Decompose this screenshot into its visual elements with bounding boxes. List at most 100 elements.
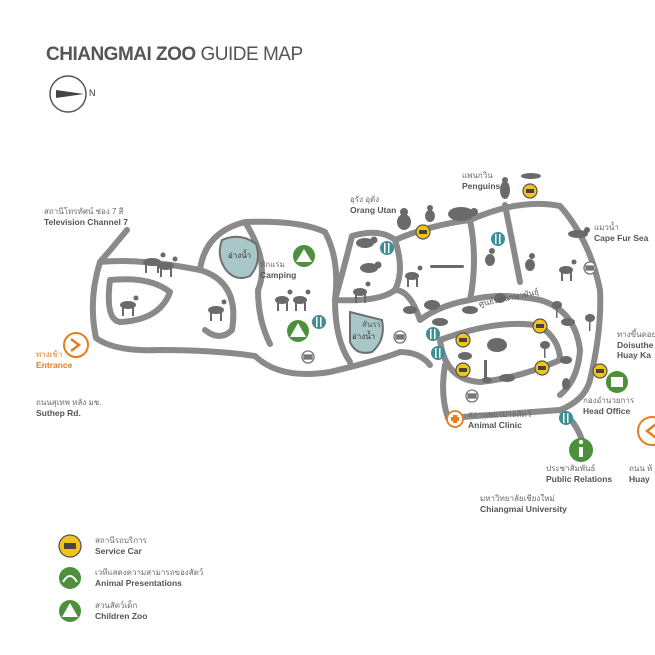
animal-silhouettes xyxy=(120,173,595,390)
label-suthep-road: ถนนสุเทพ หลัง มช. Suthep Rd. xyxy=(36,398,101,418)
crane-icon xyxy=(585,314,595,331)
legend-item-service-car: สถานีรถบริการ Service Car xyxy=(95,536,147,556)
road-west-inner xyxy=(105,276,173,325)
deer-icon xyxy=(353,281,371,303)
road-inner-ring xyxy=(392,287,583,398)
label-penguins-en: Penguins xyxy=(462,181,501,191)
label-fur-seal: แมวน้ำ Cape Fur Sea xyxy=(594,223,648,243)
deer-icon xyxy=(120,295,139,316)
label-orangutan-en: Orang Utan xyxy=(350,205,397,215)
parking-icon xyxy=(393,330,407,344)
service-car-icon xyxy=(522,183,538,199)
label-doisuthep-en2: Huay Ka xyxy=(617,350,652,360)
legend-icons xyxy=(58,534,82,622)
animal-icon xyxy=(458,352,472,360)
label-orangutan: อุรัง อุตัง Orang Utan xyxy=(350,195,396,215)
entrance-arrow-icon xyxy=(63,332,89,358)
label-garden: สันรร xyxy=(362,320,381,329)
label-animal-clinic: สถานพยาบาลสัตว์ Animal Clinic xyxy=(468,410,531,430)
legend-service-car-th: สถานีรถบริการ xyxy=(95,536,147,545)
animal-icon xyxy=(462,306,478,314)
legend-item-animal-presentations: เวทีแสดงความสามารถของสัตว์ Animal Presen… xyxy=(95,568,203,588)
legend-animal-presentations-th: เวทีแสดงความสามารถของสัตว์ xyxy=(95,568,204,577)
bear-icon xyxy=(356,236,378,248)
rhino-icon xyxy=(448,207,478,221)
label-doisuthep: ทางขึ้นดอย Doisuthe Huay Ka xyxy=(617,330,655,360)
label-reservoir-2: อ่างน้ำ xyxy=(352,332,376,341)
deer-icon xyxy=(158,256,178,277)
animal-icon xyxy=(561,318,575,326)
label-cmu: มหาวิทยาลัยเชียงใหม่ Chiangmai Universit… xyxy=(480,494,567,514)
label-animal-clinic-th: สถานพยาบาลสัตว์ xyxy=(468,410,532,419)
head-office-icon xyxy=(606,371,628,393)
road-central-b xyxy=(392,200,604,421)
legend-children-zoo-en: Children Zoo xyxy=(95,611,148,621)
giraffe-icon xyxy=(482,360,492,383)
bird-icon xyxy=(525,253,535,271)
deer-icon xyxy=(275,289,293,311)
legend-animal-presentations-en: Animal Presentations xyxy=(95,578,182,588)
label-penguins-th: แพนกวิน xyxy=(462,171,493,180)
label-huay: ถนน ห้ Huay xyxy=(629,464,652,484)
road-tv7 xyxy=(97,227,130,265)
label-reservoir-1: อ่างน้ำ xyxy=(228,251,252,260)
parking-icon xyxy=(465,389,479,403)
service-car-icon xyxy=(455,362,471,378)
animal-icon xyxy=(403,306,417,314)
service-car-icon xyxy=(415,224,431,240)
label-tv7-en: Television Channel 7 xyxy=(44,217,128,227)
deer-icon xyxy=(143,248,166,273)
restaurant-icon xyxy=(380,241,394,255)
deer-icon xyxy=(405,265,423,287)
reservoir-camping xyxy=(218,235,259,279)
label-camping-th: พักแรม xyxy=(260,260,285,269)
road-main-outer xyxy=(89,259,433,377)
label-suthep-th: ถนนสุเทพ หลัง มช. xyxy=(36,398,102,407)
crocodile-icon xyxy=(430,265,464,268)
bird-icon xyxy=(485,248,495,266)
road-south xyxy=(440,362,451,421)
label-entrance: ทางเข้า Entrance xyxy=(36,350,72,370)
map-title-bold: CHIANGMAI ZOO xyxy=(46,44,196,65)
crane-icon xyxy=(552,301,562,318)
restaurant-icon xyxy=(312,315,326,329)
label-head-office-en: Head Office xyxy=(583,406,631,416)
restaurant-icon xyxy=(491,232,505,246)
children-zoo-icon xyxy=(287,320,309,342)
facility-markers xyxy=(287,245,628,462)
reservoir-central xyxy=(349,310,384,354)
label-orangutan-th: อุรัง อุตัง xyxy=(350,195,380,204)
road-west-loop xyxy=(97,258,237,339)
road-spur-1 xyxy=(502,202,523,285)
animal-icon xyxy=(560,356,572,364)
orangutan-icon xyxy=(397,208,411,230)
road-office xyxy=(557,407,585,443)
legend-item-children-zoo: สวนสัตว์เด็ก Children Zoo xyxy=(95,601,147,621)
entrance-arrow-icon xyxy=(637,416,655,446)
animal-icon xyxy=(494,293,506,303)
label-public-relations: ประชาสัมพันธ์ Public Relations xyxy=(546,464,612,484)
road-north xyxy=(197,218,353,365)
label-public-relations-th: ประชาสัมพันธ์ xyxy=(546,464,596,473)
parking-icon xyxy=(301,350,315,364)
service-car-icon xyxy=(532,318,548,334)
animal-presentation-icon xyxy=(59,567,81,589)
bear-icon xyxy=(360,261,382,273)
label-entrance-th: ทางเข้า xyxy=(36,350,63,359)
bird-icon xyxy=(562,378,570,390)
restaurant-icon xyxy=(431,346,445,360)
animal-icon xyxy=(499,374,515,382)
label-head-office: กองอำนวยการ Head Office xyxy=(583,396,634,416)
deer-icon xyxy=(559,259,577,281)
label-fur-seal-en: Cape Fur Sea xyxy=(594,233,649,243)
deer-icon xyxy=(293,289,311,311)
info-icon xyxy=(569,438,593,462)
label-entrance-en: Entrance xyxy=(36,360,73,370)
camping-icon xyxy=(293,245,315,267)
parking-markers xyxy=(301,261,597,403)
service-car-icon xyxy=(455,332,471,348)
seal-icon xyxy=(568,227,590,238)
compass-label: N xyxy=(89,88,96,98)
animal-icon xyxy=(424,300,440,310)
